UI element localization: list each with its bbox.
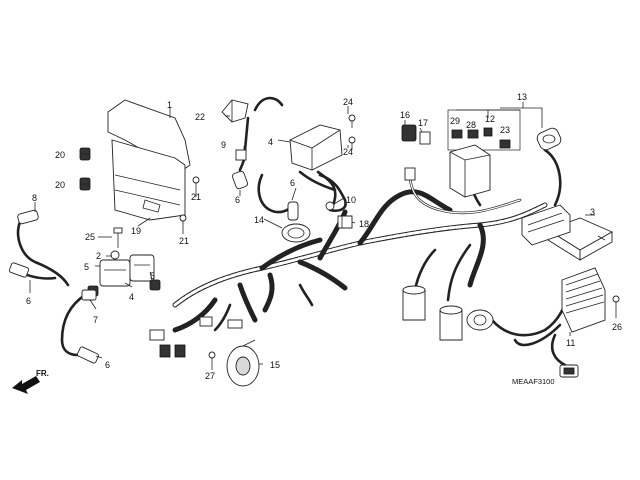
label-part-5-left: 5 — [84, 262, 89, 272]
relay-mount-5-right[interactable] — [149, 279, 161, 291]
label-part-13: 13 — [517, 92, 527, 102]
bolt-25[interactable] — [113, 227, 123, 248]
label-part-25: 25 — [85, 232, 95, 242]
sensor-6-center[interactable] — [232, 170, 249, 190]
label-part-6-center: 6 — [235, 195, 240, 205]
connector-13[interactable] — [535, 126, 563, 152]
starter-relay-4[interactable] — [99, 254, 155, 287]
label-part-1: 1 — [167, 100, 172, 110]
label-part-6-mid: 6 — [290, 178, 295, 188]
sensor-8[interactable] — [17, 209, 39, 225]
fuse-28[interactable] — [467, 129, 479, 139]
label-part-4-upper: 4 — [268, 137, 273, 147]
bolt-26[interactable] — [612, 295, 620, 310]
fuse-box[interactable] — [449, 144, 491, 198]
relay-block-upper[interactable] — [289, 124, 343, 171]
fuse-12[interactable] — [483, 127, 493, 137]
sensor-10[interactable] — [316, 170, 337, 211]
main-wire-harness[interactable] — [172, 189, 548, 333]
leader-lines — [29, 102, 617, 370]
label-part-23: 23 — [500, 125, 510, 135]
label-part-16: 16 — [400, 110, 410, 120]
terminal-2[interactable] — [110, 250, 120, 260]
label-part-27: 27 — [205, 371, 215, 381]
connector-block-right[interactable] — [521, 204, 571, 246]
horn-15[interactable] — [226, 339, 260, 387]
label-part-11: 11 — [566, 338, 575, 348]
front-label: FR. — [36, 369, 49, 378]
label-part-29: 29 — [450, 116, 460, 126]
bolt-24-upper[interactable] — [348, 114, 356, 128]
label-part-21-lower: 21 — [179, 236, 189, 246]
label-part-2: 2 — [96, 251, 101, 261]
connector-6-left[interactable] — [8, 262, 30, 278]
label-part-24-lower: 24 — [343, 147, 353, 157]
label-part-21-upper: 21 — [191, 192, 201, 202]
regulator-11[interactable] — [561, 267, 606, 333]
connector-14[interactable] — [281, 223, 311, 243]
label-part-3: 3 — [590, 207, 595, 217]
connector-6-bottom[interactable] — [77, 346, 99, 364]
label-part-28: 28 — [466, 120, 476, 130]
label-part-9: 9 — [221, 140, 226, 150]
label-part-4-lower: 4 — [129, 292, 134, 302]
label-part-7: 7 — [93, 315, 98, 325]
label-part-19: 19 — [131, 226, 141, 236]
label-part-20-upper: 20 — [55, 150, 65, 160]
canister-left[interactable] — [402, 285, 426, 321]
connector-16[interactable] — [401, 124, 417, 142]
label-part-26: 26 — [612, 322, 622, 332]
label-part-6-left: 6 — [26, 296, 31, 306]
sensor-9[interactable] — [235, 116, 250, 161]
sleeve-bottom-right[interactable] — [466, 309, 494, 331]
label-part-24-upper: 24 — [343, 97, 353, 107]
ecu-bracket[interactable] — [107, 99, 191, 221]
clamp-22[interactable] — [221, 99, 249, 123]
clip-18[interactable] — [337, 215, 353, 229]
label-part-18: 18 — [359, 219, 369, 229]
label-part-12: 12 — [485, 114, 495, 124]
label-part-15: 15 — [270, 360, 280, 370]
harness-coupler-left[interactable] — [149, 329, 186, 358]
bolt-27[interactable] — [208, 351, 216, 366]
label-part-14: 14 — [254, 215, 264, 225]
sensor-6-mid[interactable] — [287, 201, 299, 221]
connector-17[interactable] — [419, 131, 431, 145]
bolt-21-lower[interactable] — [179, 214, 187, 228]
label-part-8: 8 — [32, 193, 37, 203]
label-part-6-bottom: 6 — [105, 360, 110, 370]
label-part-17: 17 — [418, 118, 428, 128]
label-part-22: 22 — [195, 112, 205, 122]
label-part-5-right: 5 — [150, 271, 155, 281]
label-part-10: 10 — [346, 195, 356, 205]
fuse-23[interactable] — [499, 139, 511, 149]
bolt-24-lower[interactable] — [348, 136, 356, 150]
sensor-7[interactable] — [81, 289, 97, 301]
bolt-21-upper[interactable] — [192, 176, 200, 190]
connector-plug-left[interactable] — [404, 167, 416, 181]
harness-coupler-mid[interactable] — [199, 316, 243, 329]
diagram-code: MEAAF3100 — [512, 377, 555, 386]
front-arrow-icon — [12, 376, 40, 394]
end-coupler[interactable] — [559, 364, 579, 378]
fuse-29[interactable] — [451, 129, 463, 139]
label-part-20-lower: 20 — [55, 180, 65, 190]
canister-right[interactable] — [439, 305, 463, 341]
